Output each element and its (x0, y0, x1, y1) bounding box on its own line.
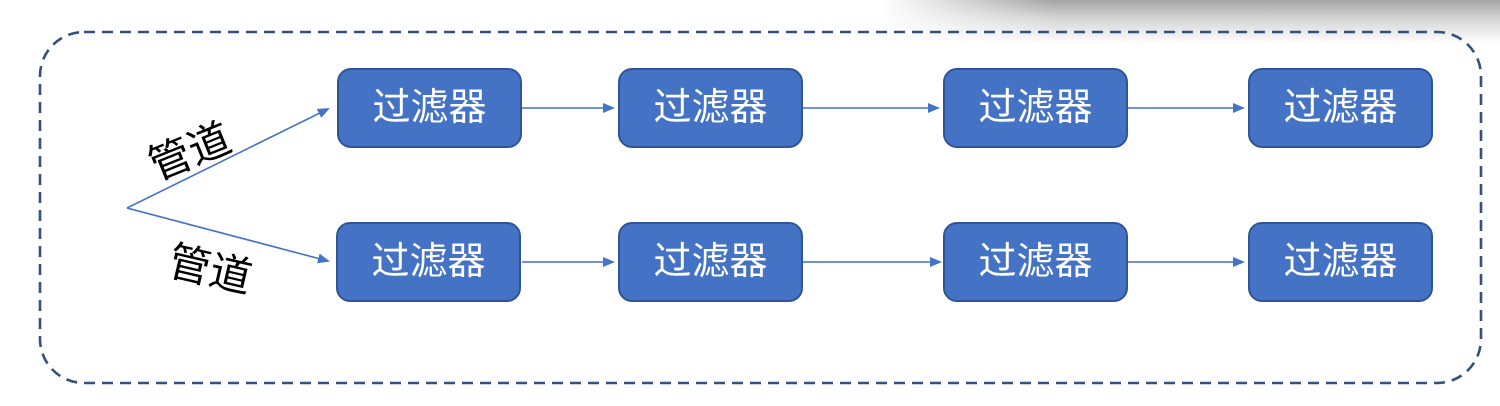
filter-box: 过滤器 (1248, 68, 1433, 148)
filter-box: 过滤器 (618, 68, 803, 148)
filter-box: 过滤器 (943, 222, 1128, 302)
filter-box: 过滤器 (337, 68, 522, 148)
filter-box-label: 过滤器 (653, 87, 768, 129)
filter-box-label: 过滤器 (1283, 87, 1398, 129)
filter-box: 过滤器 (943, 68, 1128, 148)
filter-box-label: 过滤器 (371, 241, 486, 283)
filter-box: 过滤器 (1248, 222, 1433, 302)
pipeline-boundary (38, 30, 1483, 385)
pipeline-arrow-bottom (126, 207, 330, 264)
pipeline-arrow-top (126, 108, 330, 209)
filter-box-label: 过滤器 (653, 241, 768, 283)
filter-box-label: 过滤器 (372, 87, 487, 129)
filter-box-label: 过滤器 (978, 87, 1093, 129)
filter-box-label: 过滤器 (1283, 241, 1398, 283)
filter-box-label: 过滤器 (978, 241, 1093, 283)
filter-box: 过滤器 (336, 222, 521, 302)
filter-box: 过滤器 (618, 222, 803, 302)
